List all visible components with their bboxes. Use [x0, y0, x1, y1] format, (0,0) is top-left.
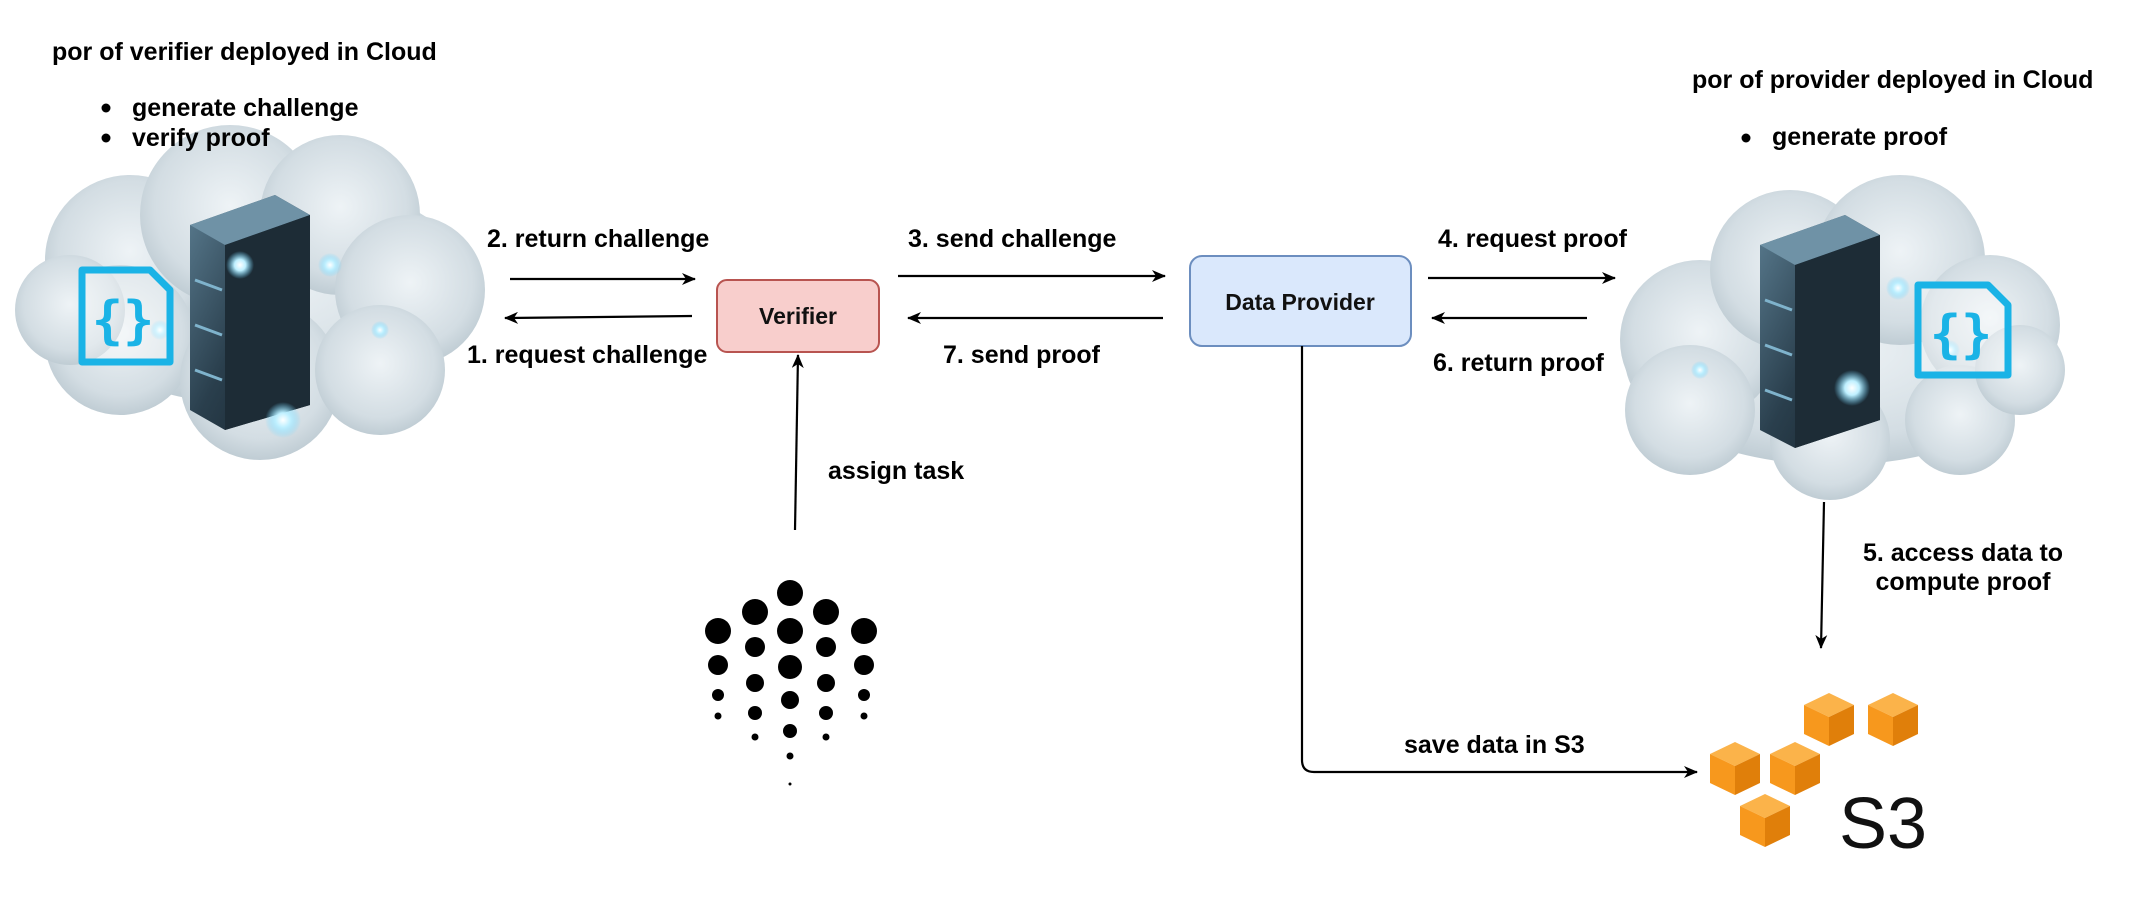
edge-save-data [1300, 346, 1698, 778]
label-access-data-line1: 5. access data to [1863, 539, 2063, 567]
verifier-node-label: Verifier [759, 303, 837, 329]
label-save-data: save data in S3 [1404, 731, 1585, 759]
verifier-node[interactable]: Verifier [716, 279, 880, 353]
label-access-data-line2: compute proof [1876, 568, 2052, 596]
dot-pattern-logo-icon [705, 580, 877, 786]
svg-text:{}: {} [1930, 305, 1993, 365]
data-provider-node[interactable]: Data Provider [1189, 255, 1412, 347]
label-send-proof: 7. send proof [943, 341, 1101, 369]
verifier-cloud-server-icon [15, 125, 485, 460]
verifier-cloud-bullets: generate challenge verify proof [101, 94, 359, 152]
label-request-challenge: 1. request challenge [467, 341, 707, 369]
label-assign-task: assign task [828, 457, 964, 485]
svg-text:{}: {} [92, 291, 155, 351]
provider-cloud-server-icon [1620, 175, 2065, 500]
label-send-challenge: 3. send challenge [908, 225, 1117, 253]
label-return-proof: 6. return proof [1433, 349, 1605, 377]
verifier-cloud-title: por of verifier deployed in Cloud [52, 38, 437, 66]
provider-cloud-title: por of provider deployed in Cloud [1692, 66, 2093, 94]
bullet-generate-proof: generate proof [1772, 123, 1948, 151]
label-return-challenge: 2. return challenge [487, 225, 709, 253]
edge-access-data [1815, 501, 1828, 649]
edge-assign-task [791, 354, 804, 531]
provider-code-file-icon: {} [1914, 281, 2012, 379]
s3-label: S3 [1839, 784, 1927, 864]
verifier-code-file-icon: {} [78, 266, 174, 366]
s3-buckets-icon: S3 [1710, 693, 1927, 864]
label-request-proof: 4. request proof [1438, 225, 1628, 253]
provider-cloud-bullets: generate proof [1741, 123, 1948, 151]
bullet-verify-proof: verify proof [132, 124, 270, 152]
edge-request-challenge [504, 311, 693, 324]
data-provider-node-label: Data Provider [1225, 289, 1375, 315]
bullet-generate-challenge: generate challenge [132, 94, 359, 122]
